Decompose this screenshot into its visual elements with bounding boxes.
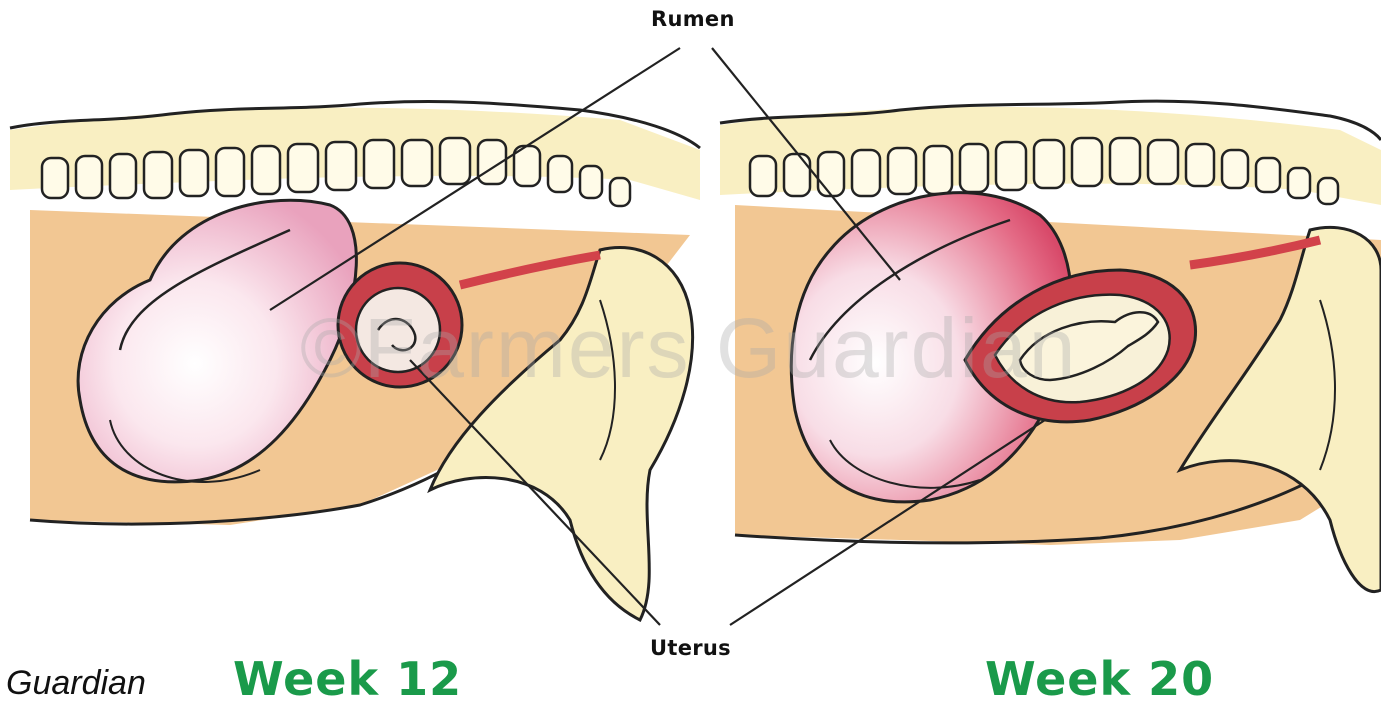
week-20-title: Week 20 (985, 652, 1214, 706)
rumen-label: Rumen (651, 7, 735, 31)
watermark: ©Farmers Guardian (300, 300, 1077, 397)
credit-text: Guardian (6, 664, 146, 703)
uterus-label: Uterus (650, 636, 731, 660)
week-12-title: Week 12 (233, 652, 462, 706)
